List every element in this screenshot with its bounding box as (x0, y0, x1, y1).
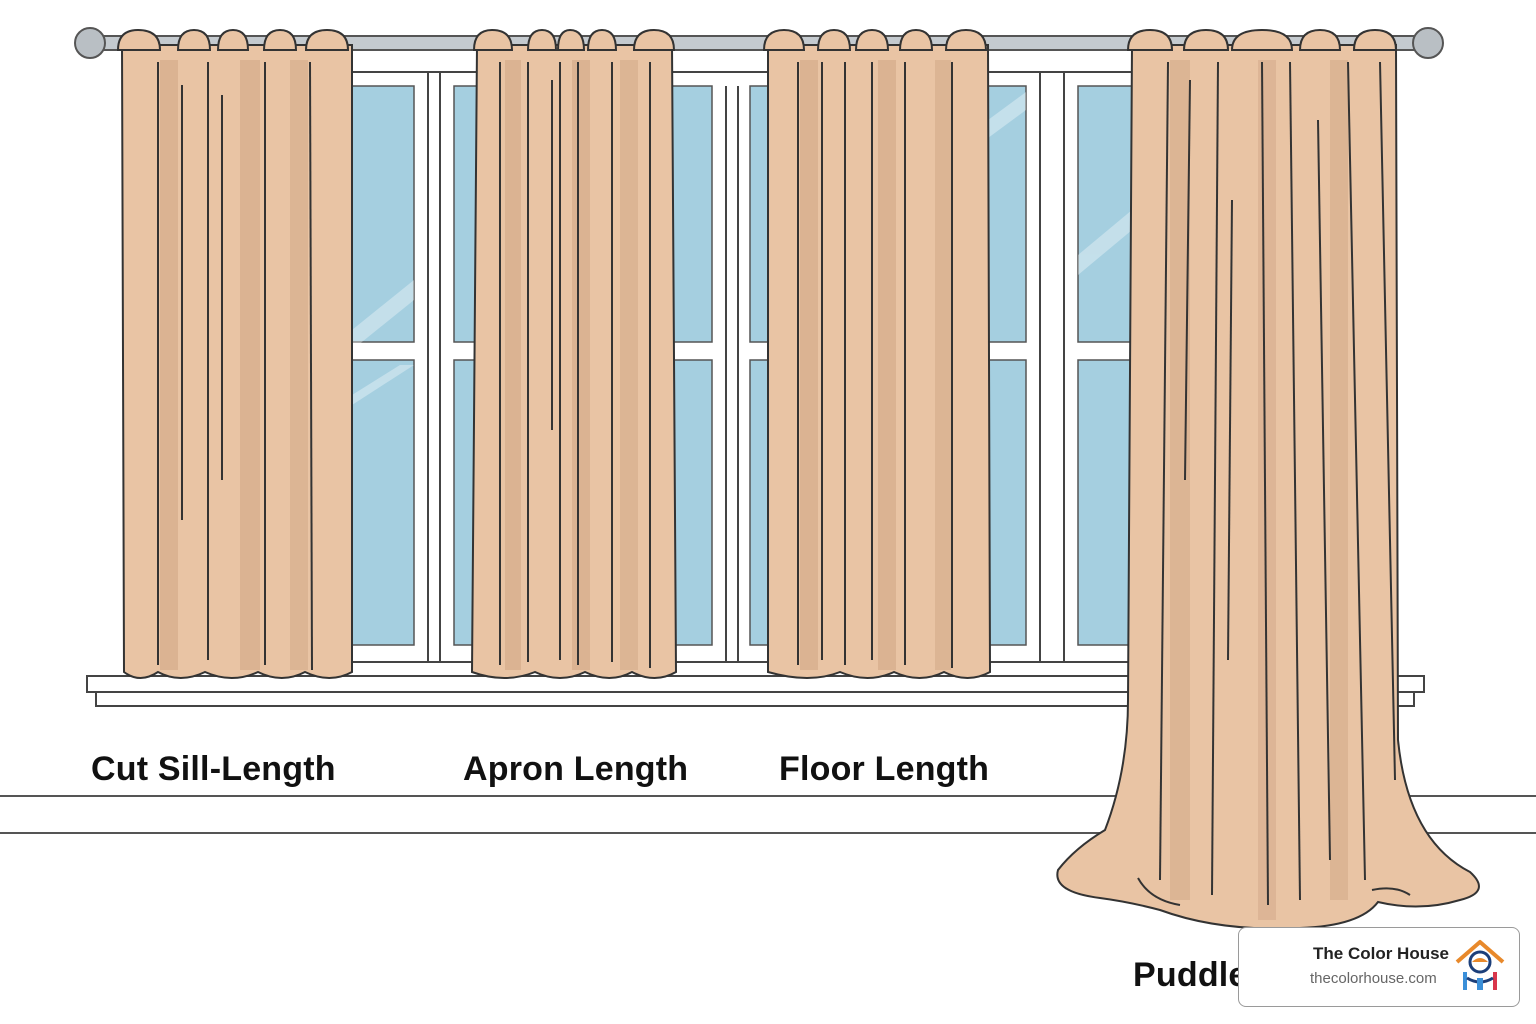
label-puddle: Puddle (1133, 956, 1248, 994)
brand-name: The Color House (1313, 944, 1450, 963)
curtain-apron-length (470, 28, 678, 679)
window-sill (86, 675, 1425, 707)
curtain-cut-sill-length (116, 28, 353, 679)
curtain-floor-length (762, 28, 992, 679)
label-apron-length: Apron Length (463, 750, 689, 788)
brand-badge: The Color House thecolorhouse.com (1238, 927, 1520, 1007)
label-floor-length: Floor Length (779, 750, 990, 788)
color-house-logo-icon (1455, 940, 1505, 990)
label-cut-sill-length: Cut Sill-Length (91, 750, 336, 788)
curtain-rod (74, 27, 1444, 59)
window (339, 71, 1141, 663)
curtain-puddle (1056, 28, 1480, 930)
brand-url: thecolorhouse.com (1310, 970, 1437, 987)
